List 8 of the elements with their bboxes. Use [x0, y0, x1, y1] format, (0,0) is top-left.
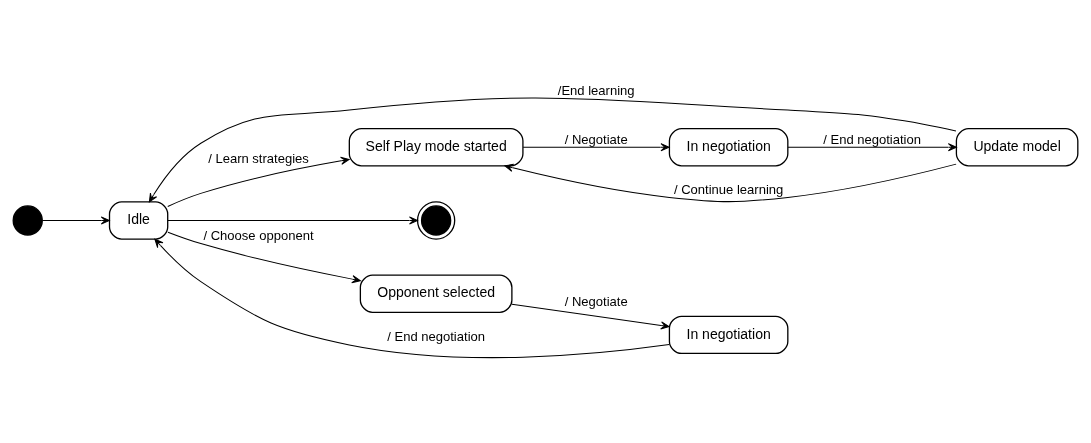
edge-label: / Choose opponent — [203, 227, 314, 243]
edge-label: /End learning — [557, 83, 635, 99]
edge-label: / Learn strategies — [208, 150, 309, 166]
edge-label: / Negotiate — [564, 294, 628, 310]
edge-label: / Continue learning — [673, 181, 784, 197]
edge-label: / End negotiation — [387, 329, 486, 345]
edge-label: / Negotiate — [564, 131, 628, 147]
edge-label: / End negotiation — [823, 131, 922, 147]
